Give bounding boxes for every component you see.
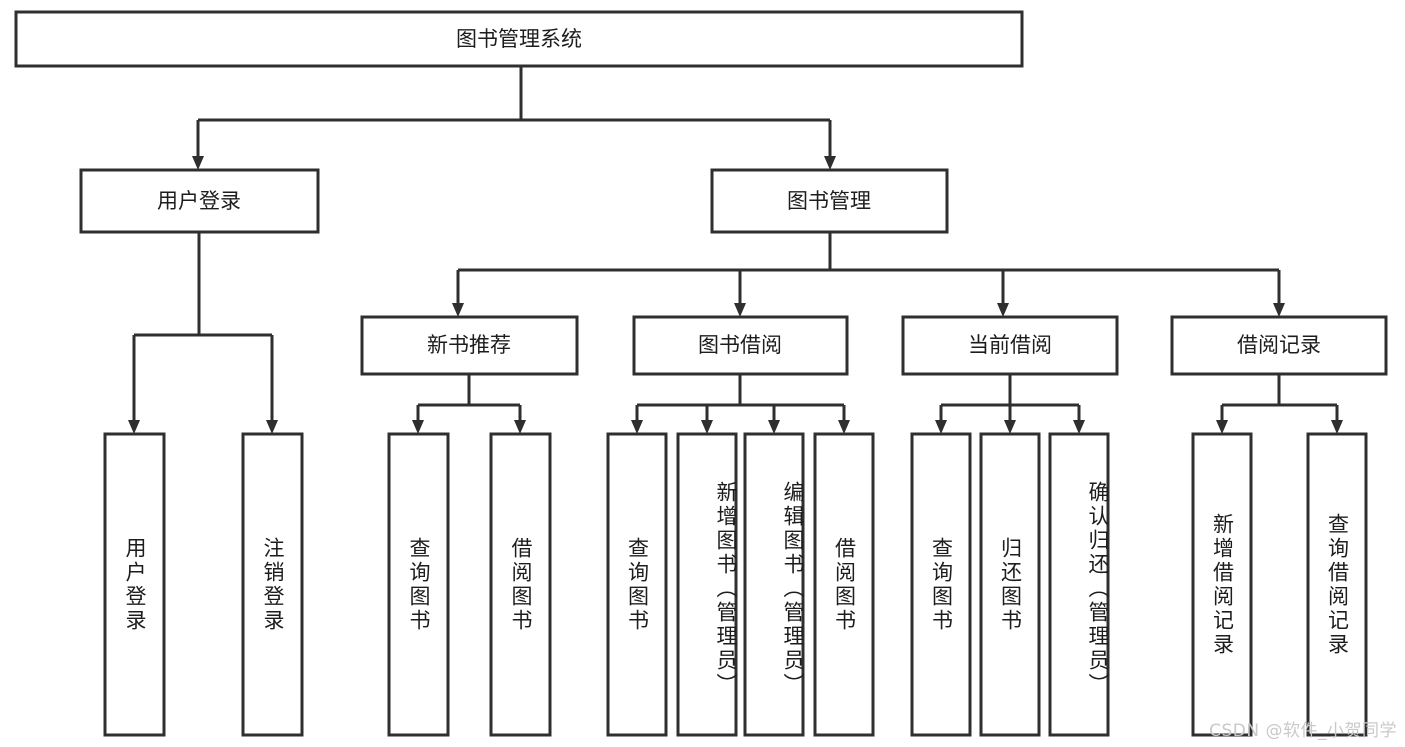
leaf-current-borrow-1[interactable] [979, 432, 1041, 737]
node-book-management[interactable] [710, 168, 949, 234]
node-user-login[interactable] [79, 168, 320, 234]
connectors-root-to-level2 [192, 66, 836, 170]
connectors-newbook-to-leaves [412, 374, 526, 434]
leaf-new-book-0[interactable] [387, 432, 450, 737]
leaf-new-book-1[interactable] [489, 432, 552, 737]
connectors-current-to-leaves [935, 374, 1085, 434]
node-book-borrow[interactable] [632, 315, 849, 376]
node-new-book-recommend[interactable] [360, 315, 579, 376]
csdn-watermark: CSDN @软件_小贺同学 [1209, 721, 1397, 741]
node-root[interactable] [14, 10, 1024, 68]
leaf-book-borrow-0[interactable] [606, 432, 668, 737]
leaf-book-borrow-3[interactable] [813, 432, 875, 737]
connectors-record-to-leaves [1216, 374, 1343, 434]
leaf-current-borrow-0[interactable] [910, 432, 972, 737]
connectors-borrow-to-leaves [631, 374, 850, 434]
node-current-borrow[interactable] [901, 315, 1119, 376]
leaf-user-login-0[interactable] [103, 432, 166, 737]
leaf-book-borrow-1[interactable] [676, 432, 738, 737]
leaf-user-login-1[interactable] [241, 432, 304, 737]
node-borrow-record[interactable] [1170, 315, 1388, 376]
connectors-bookmgmt-to-level3 [452, 232, 1285, 317]
connectors-userlogin-to-leaves [128, 232, 278, 434]
leaf-book-borrow-2[interactable] [743, 432, 805, 737]
leaf-borrow-record-1[interactable] [1306, 432, 1368, 737]
leaf-borrow-record-0[interactable] [1191, 432, 1253, 737]
leaf-current-borrow-2[interactable] [1048, 432, 1110, 737]
